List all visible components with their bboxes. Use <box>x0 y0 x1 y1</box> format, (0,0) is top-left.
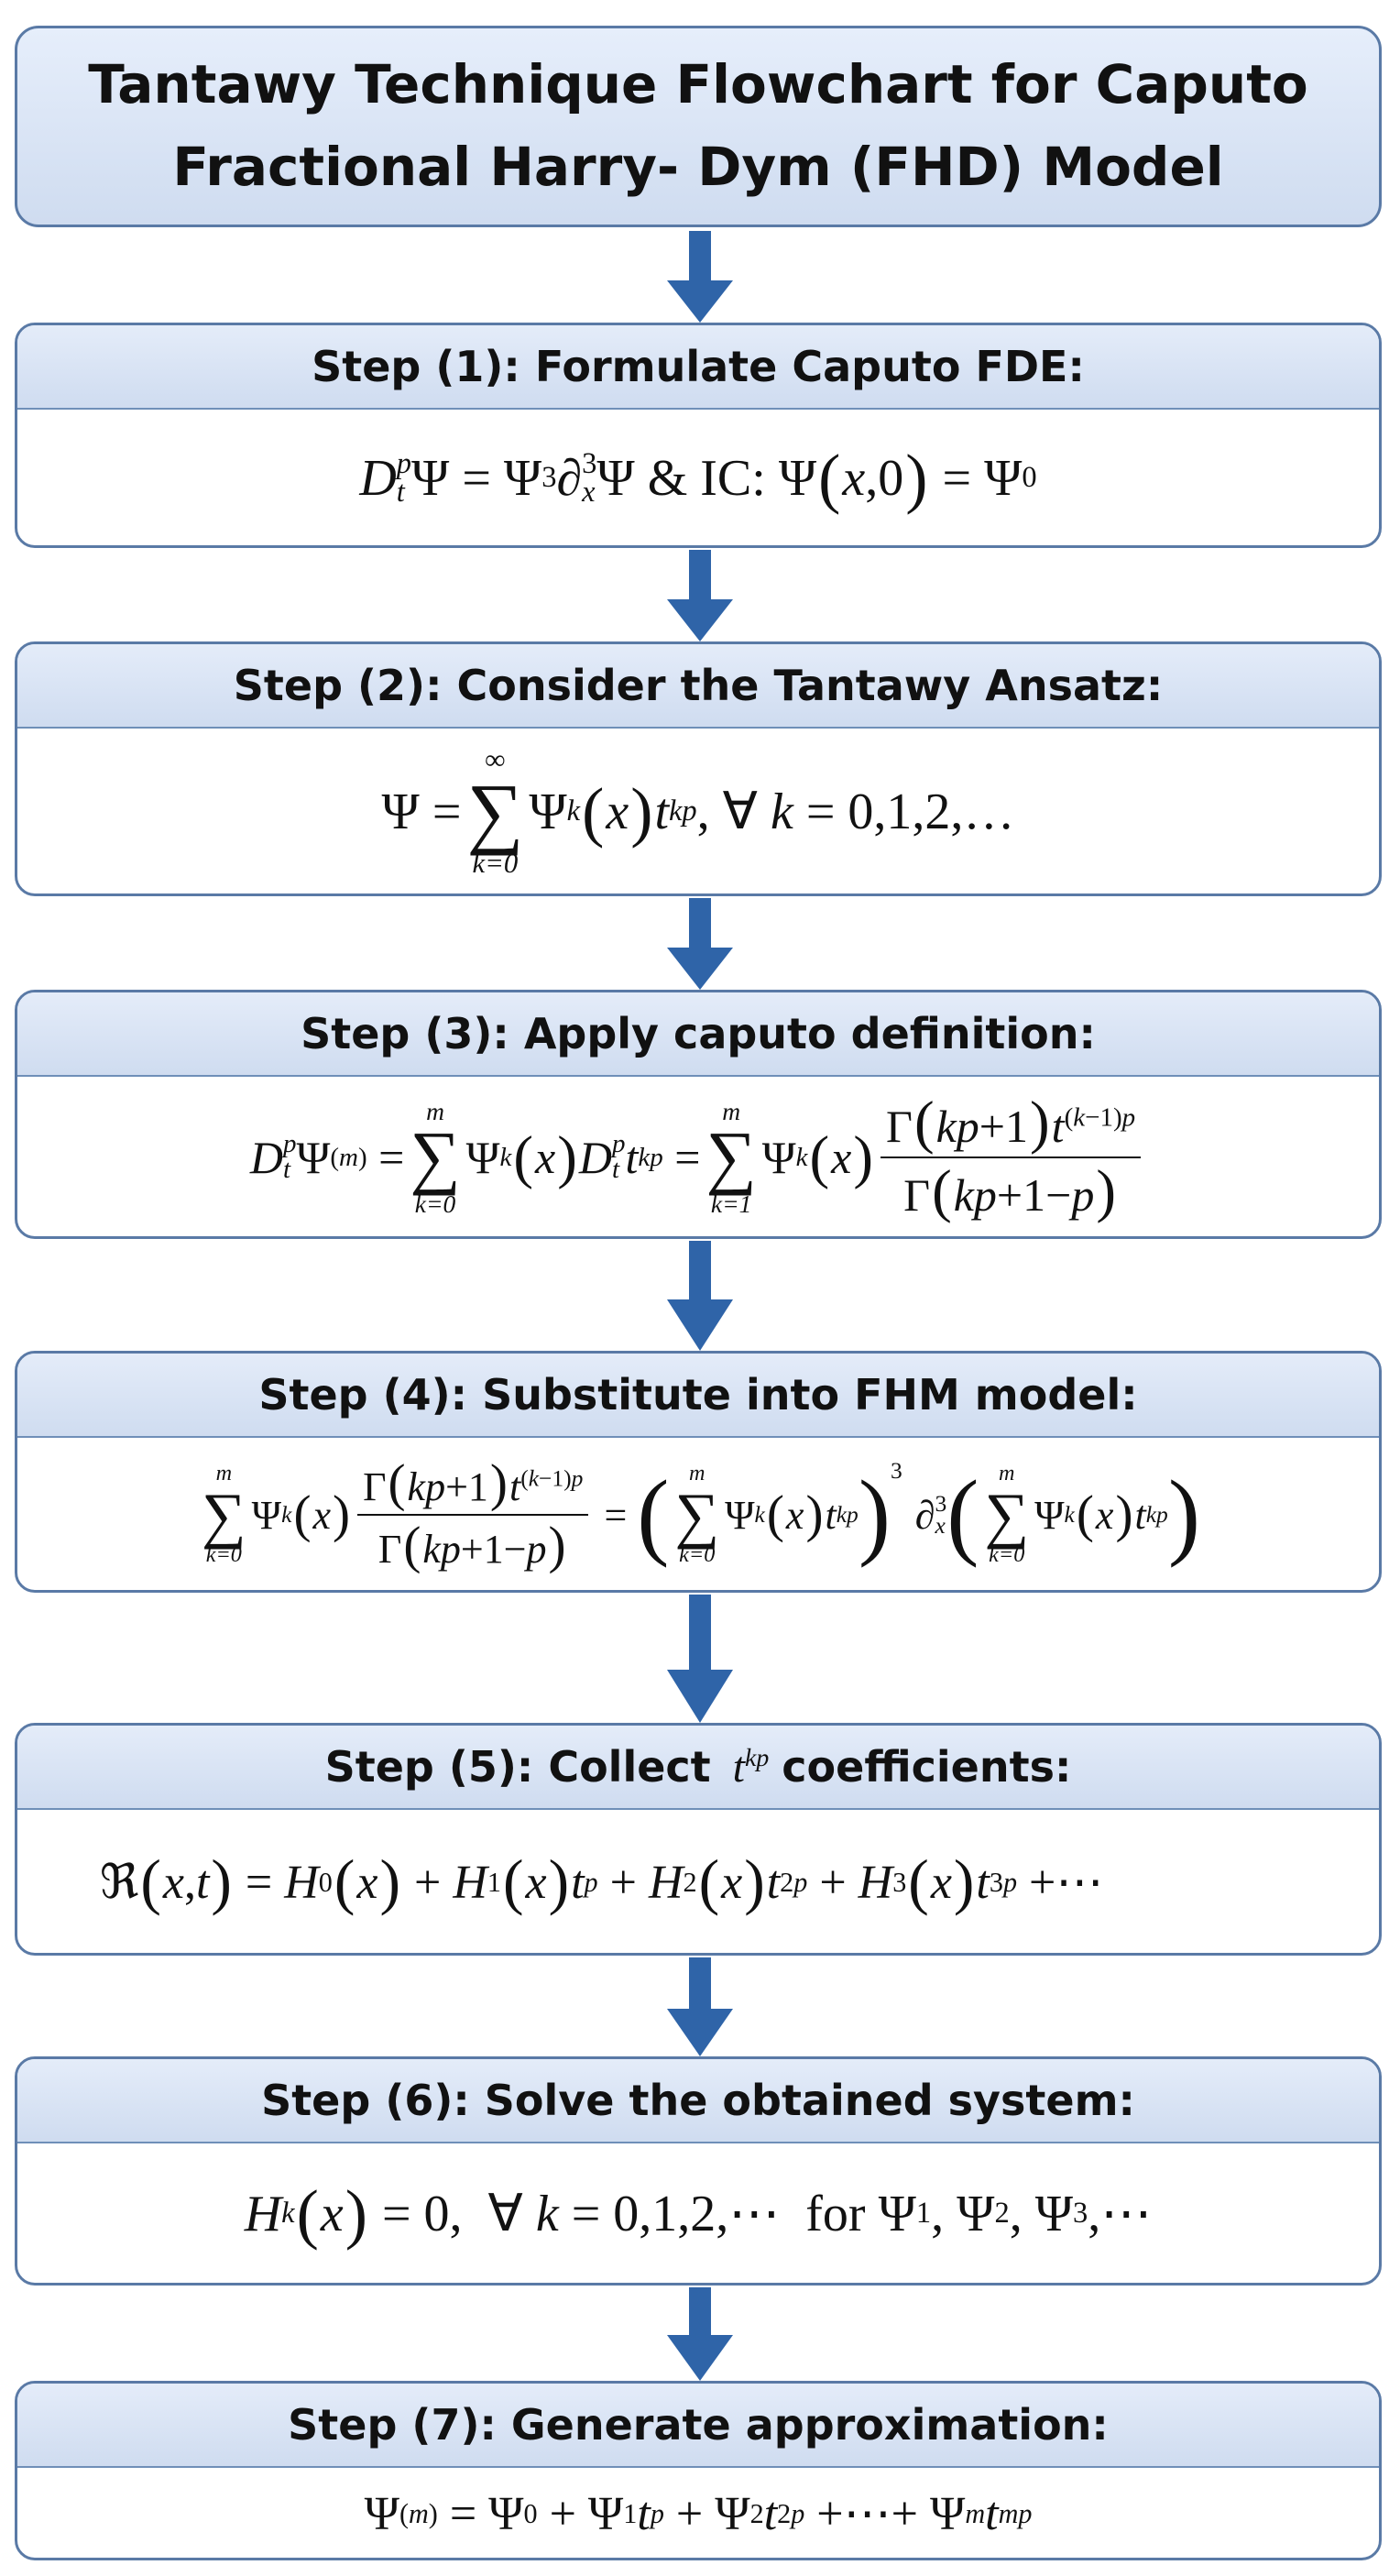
down-arrow-icon <box>667 1241 733 1351</box>
down-arrow-icon <box>667 898 733 990</box>
step-7-box: Step (7): Generate approximation: Ψ(m) =… <box>15 2381 1382 2560</box>
step-4-header: Step (4): Substitute into FHM model: <box>17 1354 1379 1438</box>
step-3-header: Step (3): Apply caputo definition: <box>17 992 1379 1077</box>
down-arrow-icon <box>667 231 733 323</box>
down-arrow-icon <box>667 550 733 641</box>
step-1-header: Step (1): Formulate Caputo FDE: <box>17 325 1379 410</box>
step-7-header: Step (7): Generate approximation: <box>17 2384 1379 2468</box>
step-5-label-math: tkp <box>733 1742 770 1792</box>
flowchart-title: Tantawy Technique Flowchart for Caputo F… <box>15 26 1382 227</box>
step-5-header: Step (5): Collect tkp coefficients: <box>17 1726 1379 1810</box>
down-arrow-icon <box>667 2287 733 2381</box>
title-line-1: Tantawy Technique Flowchart for Caputo <box>88 53 1308 116</box>
step-4-box: Step (4): Substitute into FHM model: m∑k… <box>15 1351 1382 1593</box>
down-arrow-icon <box>667 1595 733 1723</box>
step-5-box: Step (5): Collect tkp coefficients: ℜ(x,… <box>15 1723 1382 1956</box>
step-2-box: Step (2): Consider the Tantawy Ansatz: Ψ… <box>15 641 1382 896</box>
step-2-header: Step (2): Consider the Tantawy Ansatz: <box>17 644 1379 729</box>
step-5-label-start: Step (5): Collect <box>324 1742 711 1792</box>
step-5-math-sup: kp <box>745 1743 770 1772</box>
step-5-label-end: coefficients: <box>782 1742 1072 1792</box>
down-arrow-icon <box>667 1957 733 2056</box>
step-5-math-base: t <box>732 1742 746 1792</box>
title-line-2: Fractional Harry- Dym (FHD) Model <box>172 136 1224 198</box>
step-6-header: Step (6): Solve the obtained system: <box>17 2059 1379 2143</box>
